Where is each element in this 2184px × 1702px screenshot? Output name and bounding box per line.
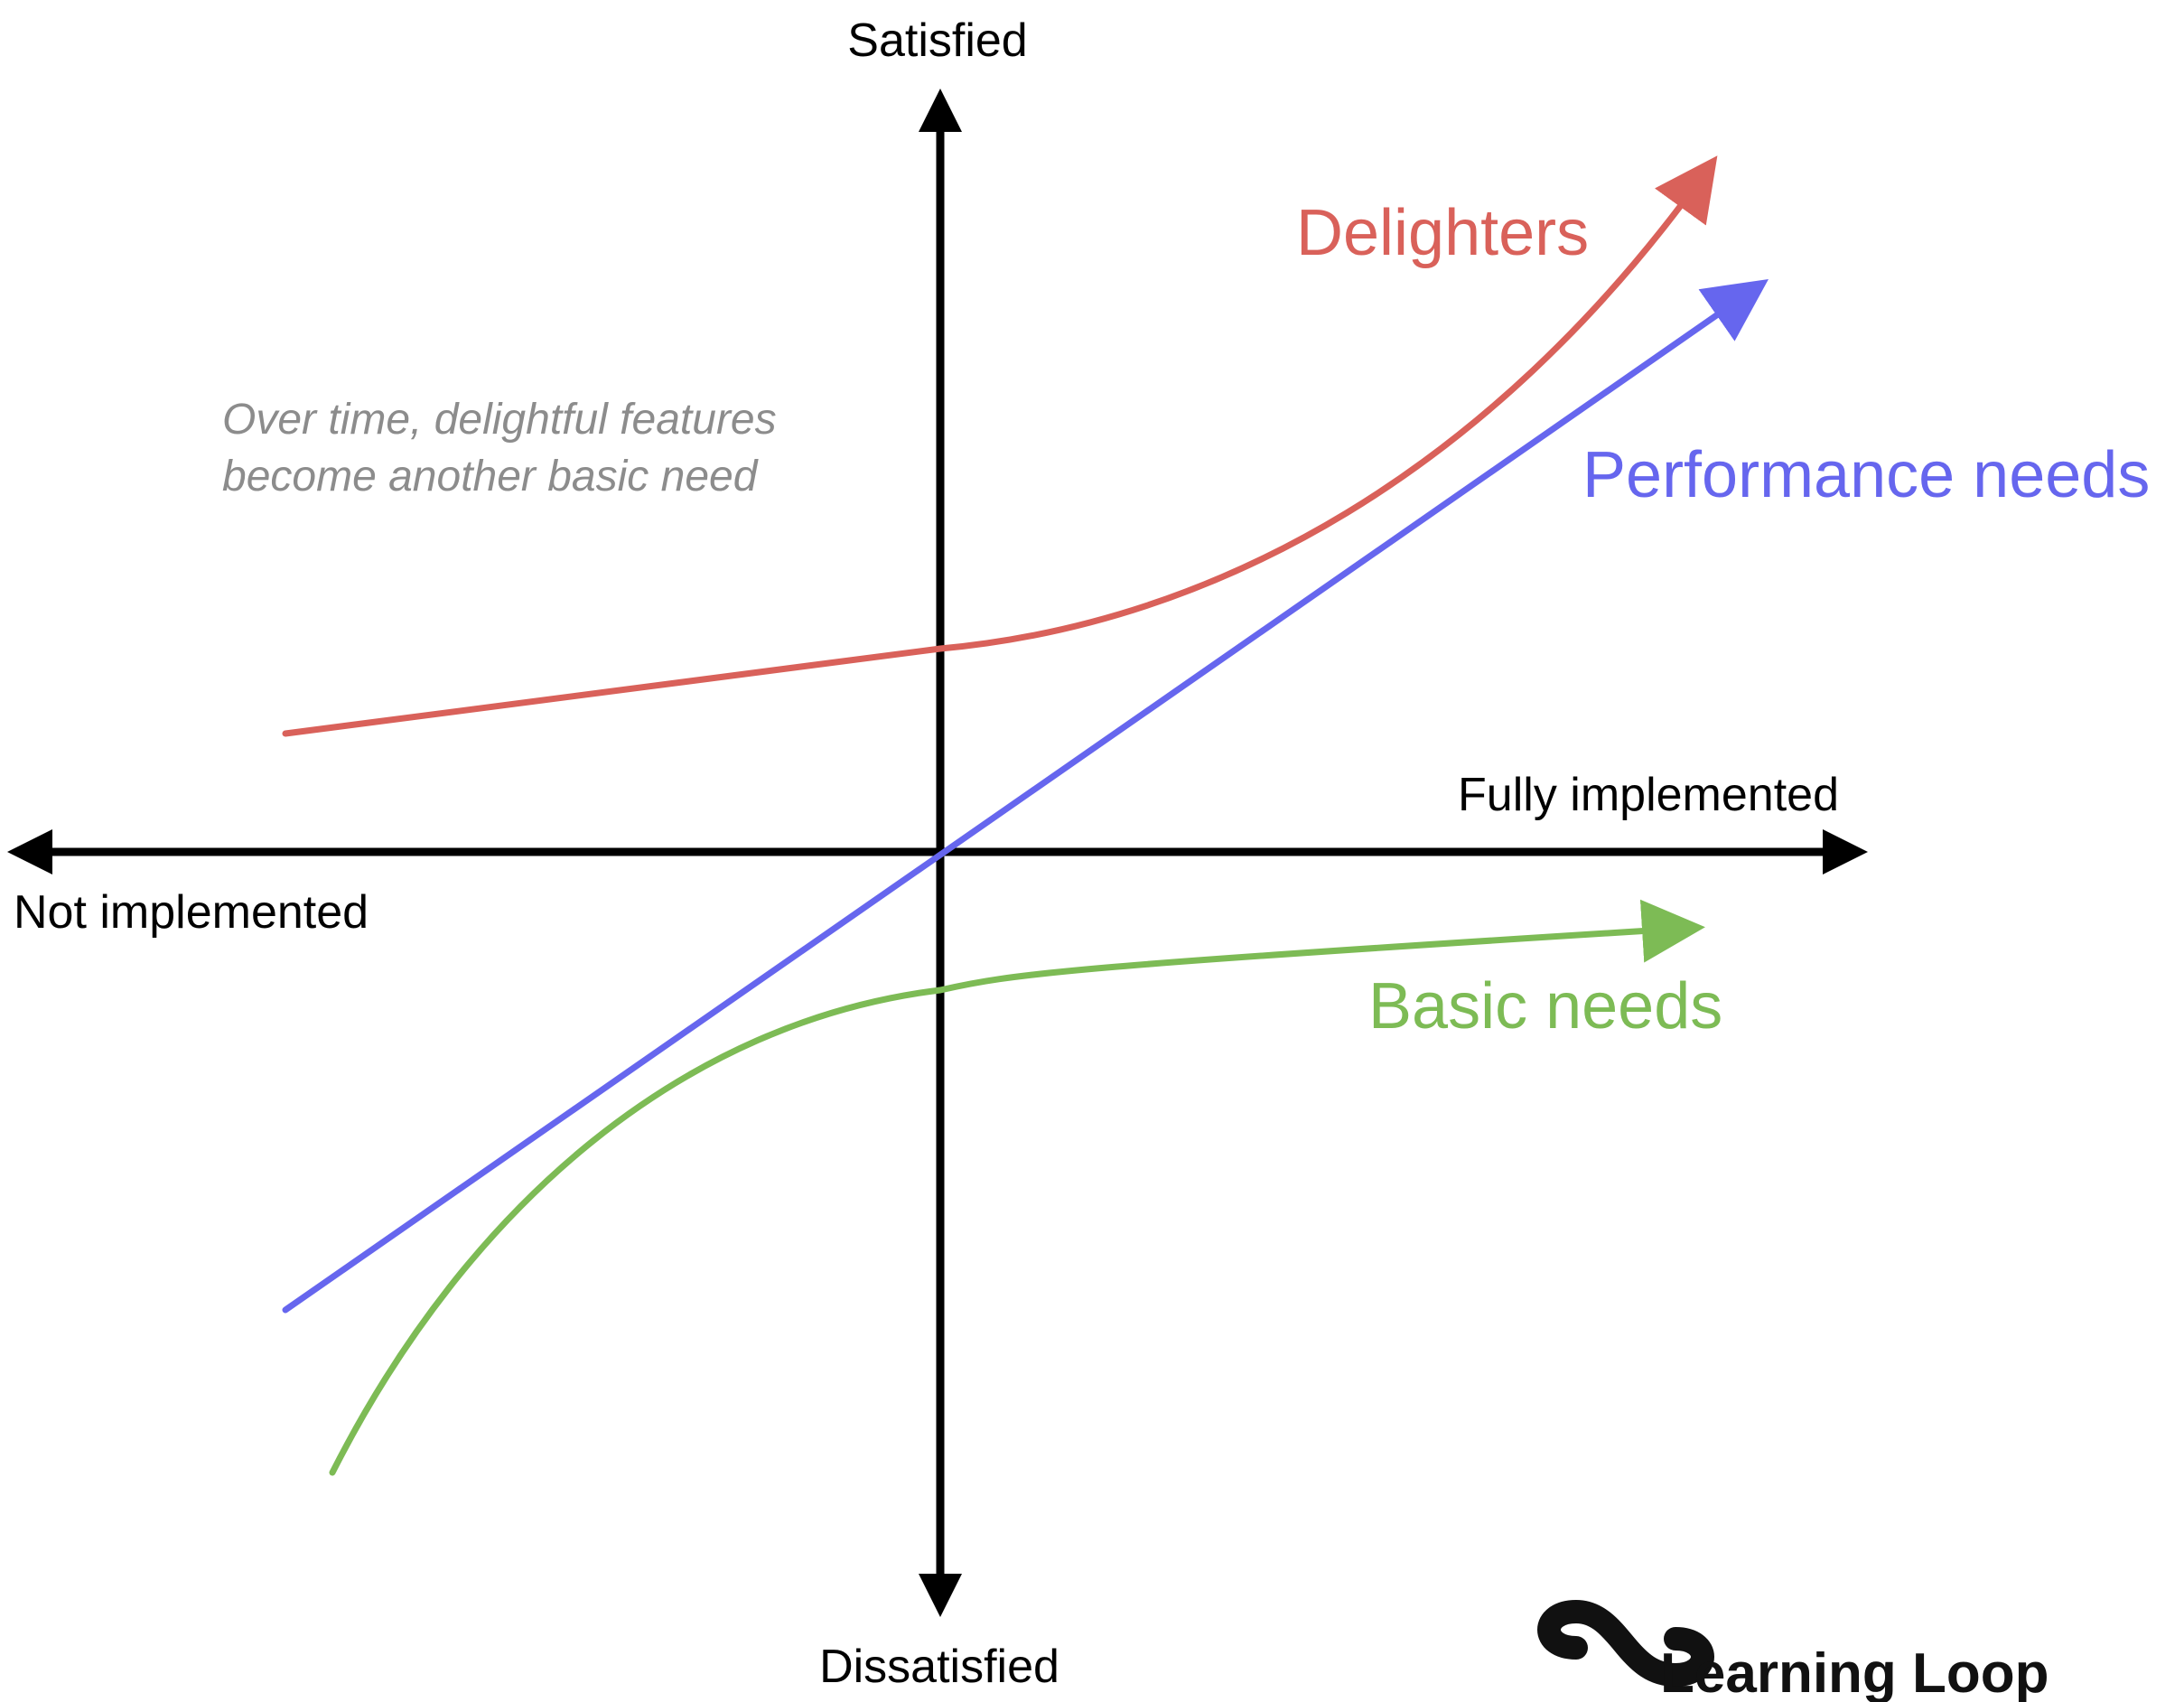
note-line-1: Over time, delightful features — [222, 396, 777, 444]
delighters-label: Delighters — [1296, 197, 1589, 269]
brand-name: Learning Loop — [1660, 1642, 2049, 1702]
basic-needs-label: Basic needs — [1368, 970, 1722, 1043]
brand-logo: Learning Loop — [1537, 1599, 2049, 1702]
note-line-2: become another basic need — [222, 453, 759, 500]
performance-needs-label: Performance needs — [1582, 439, 2150, 511]
fully-implemented-label: Fully implemented — [1458, 769, 1839, 821]
basic-needs-curve — [329, 899, 1705, 1476]
dissatisfied-label: Dissatisfied — [819, 1641, 1059, 1693]
not-implemented-label: Not implemented — [14, 886, 369, 939]
y-axis-bottom-arrowhead — [919, 1574, 962, 1617]
x-axis-right-arrowhead — [1823, 829, 1868, 874]
y-axis-top-arrowhead — [919, 89, 962, 132]
x-axis-left-arrowhead — [7, 829, 52, 874]
infinity-loop-icon — [1537, 1599, 1714, 1688]
satisfied-label: Satisfied — [847, 14, 1027, 67]
performance-needs-curve — [282, 279, 1769, 1314]
delighters-curve — [282, 155, 1718, 737]
